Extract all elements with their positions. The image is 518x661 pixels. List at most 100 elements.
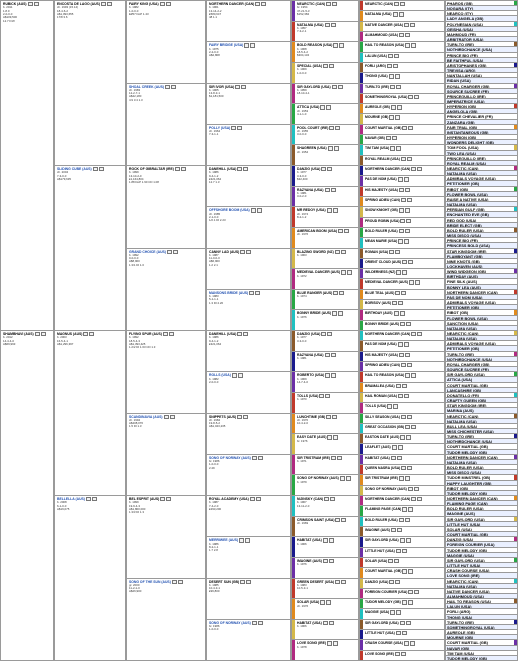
- horse-profile-icon[interactable]: [333, 291, 338, 295]
- gen5-horse-name-link[interactable]: BLUE TEAL (AUS): [365, 291, 443, 295]
- pedigree-icon[interactable]: [405, 518, 410, 522]
- horse-profile-icon[interactable]: [398, 342, 403, 346]
- gen5-horse-name-link[interactable]: HAIL TO REASON (USA): [365, 373, 443, 377]
- horse-profile-icon[interactable]: [175, 167, 180, 171]
- horse-profile-icon[interactable]: [395, 291, 400, 295]
- pedigree-icon[interactable]: [335, 126, 340, 130]
- pedigree-icon[interactable]: [341, 580, 346, 584]
- horse-profile-icon[interactable]: [400, 322, 405, 326]
- pedigree-icon[interactable]: [331, 23, 336, 27]
- gen5-horse-name-link[interactable]: LEAFLET (AUS): [365, 445, 443, 449]
- gen5-horse-name-link[interactable]: NEARCTIC (CAN): [365, 2, 443, 6]
- horse-profile-icon[interactable]: [237, 332, 242, 336]
- horse-profile-icon[interactable]: [401, 198, 406, 202]
- pedigree-icon[interactable]: [410, 641, 415, 645]
- horse-profile-icon[interactable]: [172, 580, 177, 584]
- gen5-horse-name-link[interactable]: NORTHERN DANCER (CAN): [365, 332, 443, 336]
- gen5-horse-name-link[interactable]: ORIENT CLOUD (AUS): [365, 260, 443, 264]
- pedigree-icon[interactable]: [333, 208, 338, 212]
- pedigree-icon[interactable]: [237, 126, 242, 130]
- pedigree-icon[interactable]: [255, 291, 260, 295]
- gen5-horse-name-link[interactable]: HIS MAJESTY (USA): [365, 353, 443, 357]
- gen5-horse-name-link[interactable]: MEAN MARIE (USA): [365, 239, 443, 243]
- pedigree-icon[interactable]: [337, 456, 342, 460]
- horse-profile-icon[interactable]: [329, 126, 334, 130]
- horse-profile-icon[interactable]: [164, 415, 169, 419]
- horse-profile-icon[interactable]: [391, 528, 396, 532]
- gen5-horse-name-link[interactable]: SOMETHINGROYAL (USA): [365, 95, 443, 99]
- pedigree-icon[interactable]: [330, 497, 335, 501]
- pedigree-icon[interactable]: [394, 54, 399, 58]
- pedigree-icon[interactable]: [406, 538, 411, 542]
- pedigree-icon[interactable]: [338, 311, 343, 315]
- horse-profile-icon[interactable]: [335, 580, 340, 584]
- pedigree-icon[interactable]: [402, 549, 407, 553]
- horse-profile-icon[interactable]: [387, 404, 392, 408]
- horse-profile-icon[interactable]: [320, 600, 325, 604]
- gen5-horse-name-link[interactable]: SOLAR (USA): [365, 559, 443, 563]
- horse-profile-icon[interactable]: [231, 126, 236, 130]
- pedigree-icon[interactable]: [395, 250, 400, 254]
- horse-profile-icon[interactable]: [399, 188, 404, 192]
- gen5-horse-name-link[interactable]: THONG (USA): [365, 74, 443, 78]
- horse-profile-icon[interactable]: [405, 43, 410, 47]
- horse-profile-icon[interactable]: [411, 167, 416, 171]
- horse-profile-icon[interactable]: [325, 353, 330, 357]
- gen5-horse-name-link[interactable]: NORTHERN DANCER (CAN): [365, 167, 443, 171]
- horse-profile-icon[interactable]: [167, 250, 172, 254]
- pedigree-icon[interactable]: [166, 2, 171, 6]
- gen5-horse-name-link[interactable]: FORLI (ARG): [365, 64, 443, 68]
- horse-profile-icon[interactable]: [390, 146, 395, 150]
- pedigree-icon[interactable]: [327, 167, 332, 171]
- horse-profile-icon[interactable]: [240, 580, 245, 584]
- gen5-horse-name-link[interactable]: SPRING ADIEU (CAN): [365, 198, 443, 202]
- pedigree-icon[interactable]: [397, 528, 402, 532]
- horse-profile-icon[interactable]: [395, 652, 400, 656]
- horse-profile-icon[interactable]: [235, 85, 240, 89]
- pedigree-icon[interactable]: [178, 580, 183, 584]
- pedigree-icon[interactable]: [250, 43, 255, 47]
- horse-profile-icon[interactable]: [237, 167, 242, 171]
- horse-profile-icon[interactable]: [323, 621, 328, 625]
- horse-profile-icon[interactable]: [396, 631, 401, 635]
- pedigree-icon[interactable]: [408, 260, 413, 264]
- pedigree-icon[interactable]: [331, 188, 336, 192]
- gen5-horse-name-link[interactable]: NATIVE DANCER (USA): [365, 23, 443, 27]
- horse-profile-icon[interactable]: [165, 85, 170, 89]
- gen5-horse-name-link[interactable]: SILLY SEASON (USA): [365, 415, 443, 419]
- pedigree-icon[interactable]: [401, 291, 406, 295]
- pedigree-icon[interactable]: [243, 167, 248, 171]
- horse-profile-icon[interactable]: [335, 518, 340, 522]
- pedigree-icon[interactable]: [326, 105, 331, 109]
- gen5-horse-name-link[interactable]: ROMAN (USA): [365, 250, 443, 254]
- pedigree-icon[interactable]: [396, 146, 401, 150]
- horse-profile-icon[interactable]: [401, 415, 406, 419]
- gen5-horse-name-link[interactable]: MOURNE (GB): [365, 115, 443, 119]
- pedigree-icon[interactable]: [333, 641, 338, 645]
- pedigree-icon[interactable]: [173, 250, 178, 254]
- pedigree-icon[interactable]: [408, 507, 413, 511]
- horse-profile-icon[interactable]: [401, 157, 406, 161]
- pedigree-icon[interactable]: [404, 394, 409, 398]
- pedigree-icon[interactable]: [411, 43, 416, 47]
- pedigree-icon[interactable]: [341, 250, 346, 254]
- pedigree-icon[interactable]: [326, 600, 331, 604]
- gen5-horse-name-link[interactable]: BIRTHDAY (AUS): [365, 311, 443, 315]
- gen5-horse-name-link[interactable]: MAGGIE (USA): [365, 610, 443, 614]
- pedigree-icon[interactable]: [89, 332, 94, 336]
- pedigree-icon[interactable]: [417, 167, 422, 171]
- horse-profile-icon[interactable]: [402, 260, 407, 264]
- horse-profile-icon[interactable]: [93, 167, 98, 171]
- gen5-horse-name-link[interactable]: BRAMALEA (USA): [365, 384, 443, 388]
- pedigree-icon[interactable]: [397, 456, 402, 460]
- horse-profile-icon[interactable]: [399, 476, 404, 480]
- gen5-horse-name-link[interactable]: IMAGINE (AUS): [365, 528, 443, 532]
- horse-profile-icon[interactable]: [28, 2, 33, 6]
- pedigree-icon[interactable]: [405, 476, 410, 480]
- horse-profile-icon[interactable]: [399, 518, 404, 522]
- gen5-horse-name-link[interactable]: COURT MARTIAL (GB): [365, 126, 443, 130]
- pedigree-icon[interactable]: [405, 353, 410, 357]
- horse-profile-icon[interactable]: [400, 621, 405, 625]
- gen5-horse-name-link[interactable]: AUREOLE (GB): [365, 105, 443, 109]
- pedigree-icon[interactable]: [417, 497, 422, 501]
